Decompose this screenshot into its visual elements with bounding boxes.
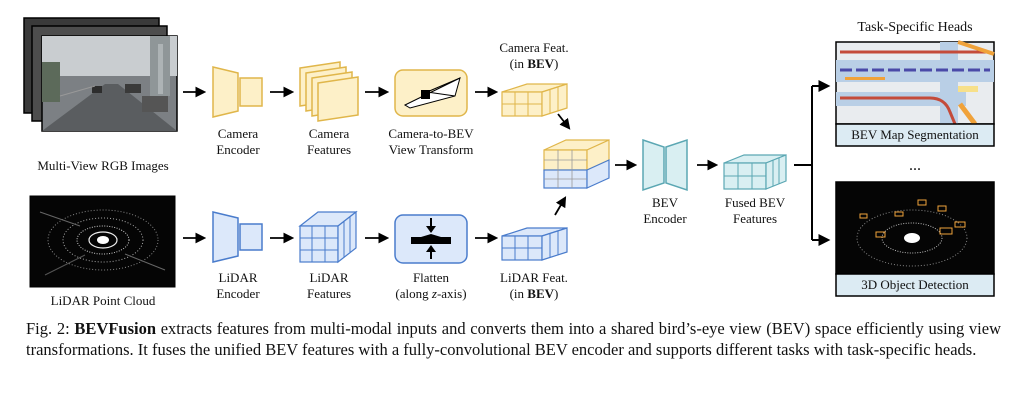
camera-to-bev-shape xyxy=(394,69,468,117)
branch-to-heads xyxy=(794,80,831,246)
camera-encoder-shape xyxy=(212,66,263,118)
rgb-image-stack xyxy=(23,17,178,132)
caption-text: extracts features from multi-modal input… xyxy=(26,319,1001,359)
label-rgb-images: Multi-View RGB Images xyxy=(37,158,169,173)
concat-bev-shape xyxy=(543,139,610,189)
flatten-shape xyxy=(394,214,468,264)
figure-caption: Fig. 2: BEVFusion extracts features from… xyxy=(26,318,1001,360)
fused-bev-shape xyxy=(723,154,787,190)
bevfusion-diagram xyxy=(23,17,995,297)
label-camera-feat-bev: Camera Feat.(in BEV) xyxy=(499,40,569,71)
label-lidar-cloud: LiDAR Point Cloud xyxy=(50,293,156,308)
arrow-lidarbev-to-concat xyxy=(554,196,567,216)
rgb-street-image xyxy=(41,35,178,132)
label-bev-map-seg: BEV Map Segmentation xyxy=(851,127,979,142)
arrow-cambev-to-concat xyxy=(557,113,571,130)
caption-prefix: Fig. 2: xyxy=(26,319,75,338)
bev-map-seg-image xyxy=(835,40,995,126)
label-task-heads: Task-Specific Heads xyxy=(857,20,973,35)
camera-feat-bev-shape xyxy=(501,83,568,117)
lidar-feat-bev-shape xyxy=(501,227,568,261)
lidar-features-shape xyxy=(298,210,358,264)
bev-encoder-shape xyxy=(642,138,688,192)
label-flatten: Flatten(along z-axis) xyxy=(395,270,467,301)
lidar-encoder-shape xyxy=(212,211,263,263)
label-det3d: 3D Object Detection xyxy=(861,277,969,292)
camera-features-shape xyxy=(299,61,359,122)
lidar-point-cloud-image xyxy=(29,195,176,288)
det3d-image xyxy=(835,181,995,275)
bev-map-seg-label-box xyxy=(835,123,995,147)
det3d-label-box xyxy=(835,273,995,297)
caption-bold: BEVFusion xyxy=(74,319,157,338)
label-lidar-feat-bev: LiDAR Feat.(in BEV) xyxy=(500,270,568,301)
label-ellipsis: ... xyxy=(909,157,921,174)
